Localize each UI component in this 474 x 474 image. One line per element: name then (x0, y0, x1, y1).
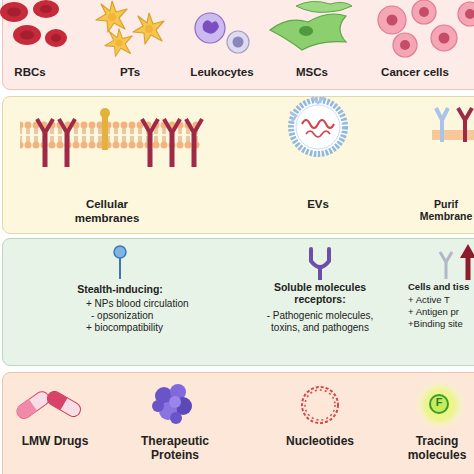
path-shape (203, 20, 219, 34)
item-label: RBCs (5, 66, 55, 80)
circle-shape (114, 246, 126, 258)
item-label: - opsonization (91, 310, 231, 322)
line-shape (466, 256, 471, 280)
item-label: Cellular membranes (69, 198, 145, 225)
item-label: LMW Drugs (15, 434, 95, 448)
line-shape (445, 262, 448, 279)
ellipse-shape (51, 34, 61, 42)
item-label: Cancer cells (370, 66, 460, 80)
circle-shape (387, 15, 398, 26)
ellipse-shape (0, 2, 28, 22)
item-label: + biocompatibility (86, 322, 226, 334)
tracer-letter: F (429, 396, 449, 409)
path-shape (306, 131, 330, 137)
item-label: Soluble molecules receptors: (265, 281, 375, 306)
circle-shape (431, 25, 457, 51)
ellipse-shape (20, 31, 34, 40)
circle-shape (169, 396, 181, 408)
item-label: Therapeutic Proteins (135, 434, 215, 462)
gold-protein (100, 108, 110, 150)
ellipse-shape (33, 0, 59, 18)
tracer-circle: F (429, 394, 449, 414)
item-label: Stealth-inducing: (55, 283, 185, 295)
coating-source-band: Cellular membranes EVs Purif Membrane (2, 96, 474, 234)
line-shape (119, 256, 121, 279)
circle-shape (400, 40, 410, 50)
circle-shape (100, 108, 110, 118)
rect-shape (463, 118, 467, 142)
item-label: EVs (293, 198, 343, 212)
function-band: Stealth-inducing: + NPs blood circulation… (2, 238, 474, 366)
item-label: Cells and tiss (408, 281, 474, 292)
item-label: - Pathogenic molecules, toxins, and path… (258, 310, 382, 334)
ellipse-shape (13, 25, 41, 45)
item-label: Leukocytes (187, 66, 257, 80)
item-label: Tracing molecules (404, 434, 470, 462)
line-shape (318, 268, 322, 280)
circle-shape (393, 33, 417, 57)
item-label: + Antigen pr (408, 306, 474, 317)
item-label: + NPs blood circulation (86, 298, 226, 310)
circle-shape (439, 33, 450, 44)
path-shape (302, 120, 334, 128)
item-label: +Binding site (408, 318, 474, 329)
ellipse-shape (7, 8, 21, 17)
circle-shape (291, 100, 345, 154)
circle-shape (170, 412, 182, 424)
item-label: Purif Membrane (418, 198, 474, 223)
circle-shape (296, 105, 340, 149)
circle-shape (419, 7, 429, 17)
ellipse-shape (299, 26, 313, 36)
item-label: + Active T (408, 294, 474, 305)
ellipse-shape (40, 5, 52, 13)
ellipse-shape (45, 29, 67, 47)
item-label: Nucleotides (275, 434, 365, 448)
circle-shape (378, 6, 406, 34)
item-label: MSCs (287, 66, 337, 80)
circle-shape (233, 37, 244, 48)
circle-shape (412, 0, 436, 24)
item-label: PTs (105, 66, 155, 80)
circle-shape (414, 379, 466, 431)
rect-shape (432, 130, 474, 140)
circle-shape (227, 31, 249, 53)
rect-shape (440, 118, 444, 142)
cargo-band: LMW Drugs Therapeutic Proteins Nucleotides… (2, 372, 474, 474)
rect-shape (102, 116, 108, 150)
circle-shape (465, 9, 474, 19)
circle-shape (152, 400, 164, 412)
circle-shape (195, 13, 225, 43)
tracer-glow (414, 379, 466, 431)
